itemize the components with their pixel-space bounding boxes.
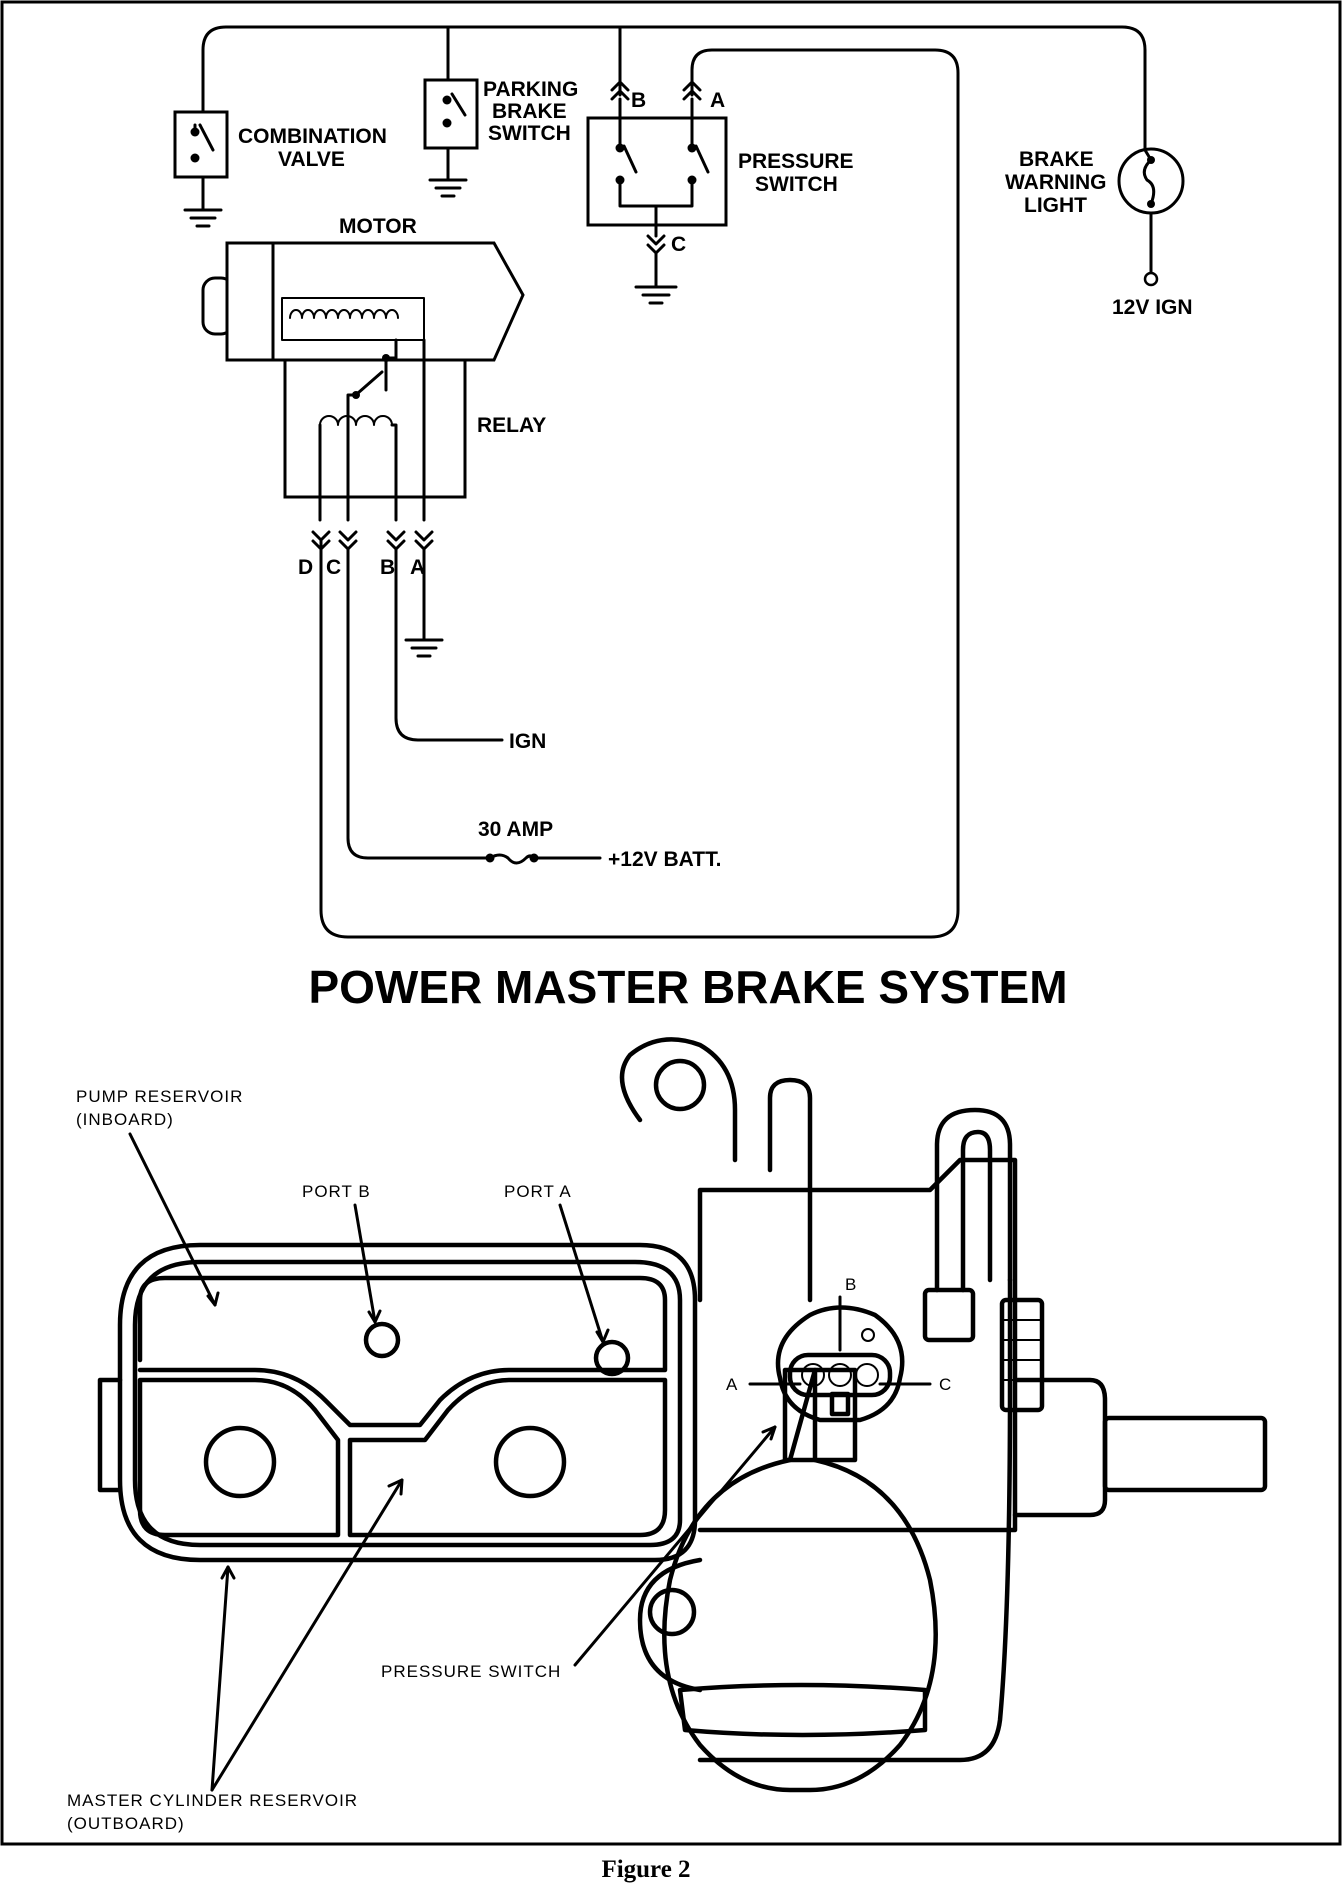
relay-b-ign-wire bbox=[394, 547, 504, 742]
pump-reservoir-compartment bbox=[137, 1275, 668, 1428]
pressure-switch-connector bbox=[775, 1305, 905, 1423]
relay-symbol bbox=[283, 338, 467, 522]
right-reservoir-cap bbox=[493, 1425, 567, 1499]
pushrod-boss bbox=[1012, 1377, 1108, 1518]
mc-reservoir-leader-right bbox=[210, 1478, 404, 1792]
fuse-label: 30 AMP bbox=[478, 818, 553, 841]
wiring-schematic: COMBINATION VALVE PARKING BRAKE SWITCH bbox=[173, 25, 1193, 939]
brake-line-lower bbox=[697, 1277, 1013, 1763]
brake-line-u-outer bbox=[934, 1107, 1013, 1293]
parking-brake-switch-label: PARKING BRAKE SWITCH bbox=[483, 78, 584, 145]
mount-ear-upper bbox=[619, 1037, 738, 1163]
accumulator-sphere bbox=[662, 1367, 938, 1793]
left-reservoir-cap bbox=[203, 1425, 277, 1499]
mc-reservoir-leader-left bbox=[210, 1565, 230, 1792]
warning-circuit-bus bbox=[201, 25, 1147, 152]
pressure-switch-symbol bbox=[586, 80, 728, 305]
motor-label: MOTOR bbox=[339, 215, 417, 238]
master-cylinder-illustration: PUMP RESERVOIR (INBOARD) PORT B PORT A B… bbox=[67, 1037, 1268, 1833]
pressure-switch-leader bbox=[573, 1425, 777, 1667]
combination-valve-label: COMBINATION VALVE bbox=[238, 125, 393, 171]
master-cylinder-reservoir-label: MASTER CYLINDER RESERVOIR (OUTBOARD) bbox=[67, 1791, 364, 1833]
master-cylinder-right-compartment bbox=[347, 1377, 668, 1538]
port-a-leader bbox=[558, 1203, 605, 1344]
relay-terminal-b: B bbox=[380, 556, 395, 579]
pressure-switch-illustration-label: PRESSURE SWITCH bbox=[381, 1662, 561, 1681]
diagram-title: POWER MASTER BRAKE SYSTEM bbox=[308, 961, 1067, 1013]
port-a-label: PORT A bbox=[504, 1182, 572, 1201]
port-a-hole bbox=[593, 1339, 631, 1377]
pressure-switch-label: PRESSURE SWITCH bbox=[738, 150, 859, 196]
pressure-switch-terminal-b: B bbox=[631, 89, 646, 112]
combination-valve-symbol bbox=[173, 110, 229, 228]
pressure-switch-terminal-c: C bbox=[671, 233, 686, 256]
housing-body bbox=[697, 1157, 1018, 1533]
accumulator-band bbox=[677, 1682, 928, 1738]
reservoir-inner-rim bbox=[132, 1259, 683, 1548]
brake-line-u-inner bbox=[960, 1129, 993, 1293]
fuse-symbol bbox=[488, 853, 536, 865]
connector-c-label: C bbox=[939, 1375, 952, 1394]
brake-warning-light-label: BRAKE WARNING LIGHT bbox=[1005, 148, 1112, 217]
master-cylinder-left-compartment bbox=[137, 1377, 341, 1538]
relay-label: RELAY bbox=[477, 414, 546, 437]
pump-reservoir-leader bbox=[128, 1132, 217, 1307]
relay-terminal-d: D bbox=[298, 556, 313, 579]
connector-b-label: B bbox=[845, 1275, 857, 1294]
pushrod bbox=[1102, 1415, 1268, 1493]
switch-stem bbox=[782, 1367, 858, 1463]
mount-ear-upper-hole bbox=[653, 1058, 707, 1112]
connector-a-label: A bbox=[726, 1375, 738, 1394]
port-b-leader bbox=[353, 1203, 377, 1324]
ign-12v-label: 12V IGN bbox=[1112, 296, 1193, 319]
mount-ear-lower-hole bbox=[647, 1587, 697, 1637]
port-b-label: PORT B bbox=[302, 1182, 371, 1201]
port-b-hole bbox=[363, 1321, 401, 1359]
brake-line-fitting bbox=[999, 1297, 1045, 1413]
relay-c-battery-wire bbox=[346, 547, 490, 860]
brake-warning-light-symbol bbox=[1117, 147, 1185, 287]
relay-terminal-a: A bbox=[410, 556, 425, 579]
relay-terminal-connectors bbox=[311, 530, 434, 551]
battery-label: +12V BATT. bbox=[608, 848, 721, 871]
tube-fitting bbox=[922, 1287, 976, 1343]
parking-brake-switch-symbol bbox=[423, 78, 479, 198]
page-border bbox=[0, 0, 1342, 1846]
relay-terminal-c: C bbox=[326, 556, 341, 579]
figure-caption: Figure 2 bbox=[601, 1856, 690, 1883]
ign-label: IGN bbox=[509, 730, 546, 753]
pump-reservoir-label: PUMP RESERVOIR (INBOARD) bbox=[76, 1087, 249, 1129]
pressure-switch-a-loop-wire bbox=[319, 48, 960, 939]
motor-symbol bbox=[201, 241, 525, 362]
pressure-switch-terminal-a: A bbox=[710, 89, 725, 112]
reservoir-side-lug bbox=[97, 1377, 123, 1493]
rear-tube bbox=[767, 1077, 813, 1303]
reservoir-outer-shell bbox=[117, 1242, 698, 1563]
